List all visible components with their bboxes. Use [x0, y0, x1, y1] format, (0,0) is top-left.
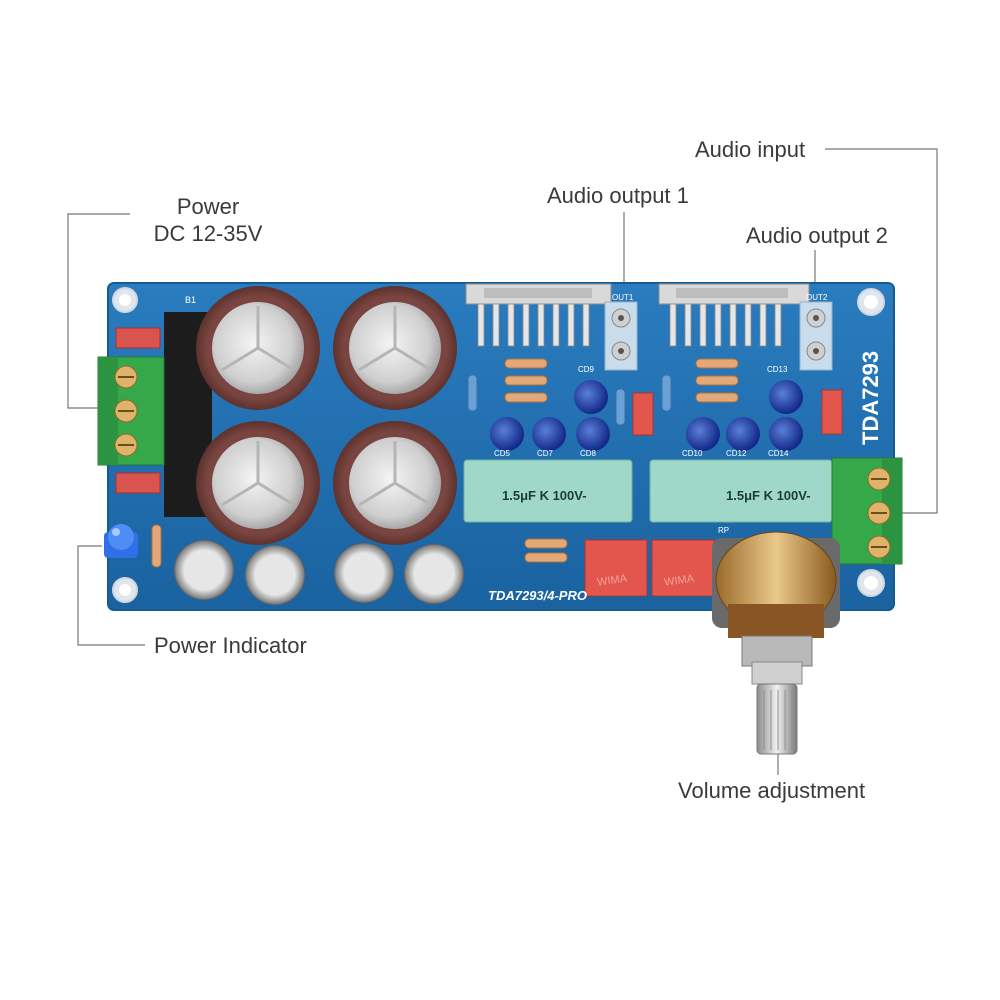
red-cap-right: [821, 389, 843, 435]
audio-input-callout: Audio input: [695, 137, 806, 162]
wima-capacitors: WIMA WIMA: [584, 539, 715, 597]
audio-output-2-callout: Audio output 2: [746, 223, 888, 248]
cd14-silkscreen: CD14: [768, 449, 789, 458]
film-capacitor-left: 1.5μF K 100V- CD5 CD7 CD8: [463, 449, 633, 523]
cd12-silkscreen: CD12: [726, 449, 747, 458]
cd8-silkscreen: CD8: [580, 449, 597, 458]
volume-adjustment-callout: Volume adjustment: [678, 778, 866, 803]
power-callout: Power DC 12-35V: [128, 193, 288, 247]
resistors: [151, 358, 739, 568]
cd7-silkscreen: CD7: [537, 449, 554, 458]
audio-input-terminal-block: [831, 457, 903, 565]
small-power-capacitors: [174, 540, 464, 605]
cd13-silkscreen: CD13: [767, 365, 788, 374]
rp-silkscreen: RP: [718, 526, 729, 535]
red-cap-left: [632, 392, 654, 436]
cd9-silkscreen: CD9: [578, 365, 595, 374]
volume-knob-shaft: [756, 683, 798, 755]
out2-silkscreen: OUT2: [806, 293, 828, 302]
power-callout-title: Power: [176, 194, 240, 219]
cd5-silkscreen: CD5: [494, 449, 511, 458]
model-silkscreen: TDA7293/4-PRO: [488, 588, 587, 603]
chip-silkscreen: TDA7293: [858, 351, 883, 445]
power-leader-line: [67, 213, 130, 409]
wima-label-2: WIMA: [663, 573, 695, 589]
large-capacitors: [196, 286, 457, 545]
audio-output-1-pads: OUT1: [604, 293, 638, 371]
film-cap-right-label: 1.5μF K 100V-: [726, 488, 811, 503]
wima-label-1: WIMA: [596, 573, 628, 589]
power-indicator-led: [104, 524, 138, 558]
power-fuse-bottom: [115, 472, 161, 494]
amplifier-board: OUT1 OUT2 B1: [97, 282, 903, 611]
power-callout-voltage: DC 12-35V: [153, 221, 263, 246]
power-indicator-leader-line: [77, 545, 145, 646]
audio-output-1-callout: Audio output 1: [547, 183, 689, 208]
b1-silkscreen: B1: [185, 295, 196, 305]
out1-silkscreen: OUT1: [612, 293, 634, 302]
signal-capacitors: CD9 CD13: [490, 365, 803, 451]
power-terminal-block: [97, 356, 165, 466]
power-indicator-callout: Power Indicator: [154, 633, 307, 658]
ic-pins-right: [669, 303, 782, 347]
audio-output-2-pads: OUT2: [799, 293, 833, 371]
volume-potentiometer: [712, 531, 840, 755]
power-fuse-top: [115, 327, 161, 349]
mounting-holes: [112, 287, 885, 603]
cd10-silkscreen: CD10: [682, 449, 703, 458]
film-cap-left-label: 1.5μF K 100V-: [502, 488, 587, 503]
ic-pins-left: [477, 303, 590, 347]
film-capacitor-right: 1.5μF K 100V- CD10 CD12 CD14: [649, 449, 833, 523]
audio-input-leader-line: [825, 148, 938, 514]
